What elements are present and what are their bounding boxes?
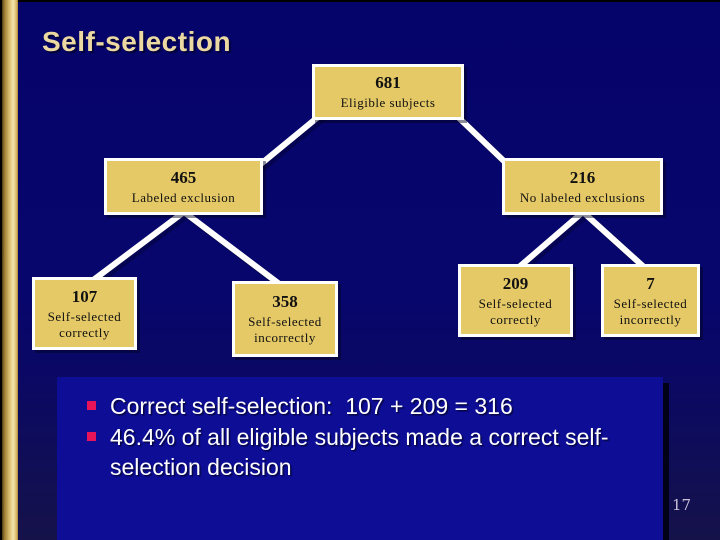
slide-title: Self-selection bbox=[42, 26, 232, 57]
tree-node-self-selected-correctly-left: 107 Self-selected correctly bbox=[32, 277, 137, 350]
summary-bullet-text: 46.4% of all eligible subjects made a co… bbox=[110, 424, 609, 480]
node-label: Self-selected correctly bbox=[478, 295, 553, 327]
node-label: Eligible subjects bbox=[340, 95, 436, 110]
gold-sidebar-stripe bbox=[2, 0, 18, 540]
node-value: 681 bbox=[375, 73, 401, 92]
node-value: 465 bbox=[170, 167, 197, 187]
edge-216-7 bbox=[578, 207, 650, 273]
slide-top-edge bbox=[0, 0, 720, 2]
node-value: 216 bbox=[569, 167, 596, 187]
node-label: Self-selected correctly bbox=[47, 308, 122, 340]
summary-bullet-item: 46.4% of all eligible subjects made a co… bbox=[87, 422, 643, 482]
summary-bullet-item: Correct self-selection: 107 + 209 = 316 bbox=[87, 391, 643, 421]
tree-node-self-selected-incorrectly-right: 7 Self-selected incorrectly bbox=[601, 264, 700, 337]
node-value: 107 bbox=[71, 286, 98, 306]
node-value: 209 bbox=[502, 273, 529, 293]
tree-node-eligible-subjects: 681 Eligible subjects bbox=[312, 64, 464, 120]
edge-465-107 bbox=[87, 207, 189, 286]
tree-node-no-labeled-exclusions: 216 No labeled exclusions bbox=[502, 158, 663, 215]
page-number: 17 bbox=[672, 496, 692, 514]
tree-node-self-selected-incorrectly-left: 358 Self-selected incorrectly bbox=[232, 281, 338, 357]
node-label: No labeled exclusions bbox=[519, 189, 646, 205]
tree-node-labeled-exclusion: 465 Labeled exclusion bbox=[104, 158, 263, 215]
node-label: Self-selected incorrectly bbox=[613, 295, 688, 327]
edge-681-216 bbox=[453, 112, 511, 168]
slide-left-edge bbox=[0, 0, 2, 540]
node-value: 7 bbox=[646, 273, 655, 293]
edge-465-358 bbox=[179, 207, 287, 291]
node-label: Labeled exclusion bbox=[131, 189, 236, 205]
edge-681-465 bbox=[257, 112, 323, 168]
node-label: Self-selected incorrectly bbox=[248, 314, 322, 345]
summary-panel: Correct self-selection: 107 + 209 = 316 … bbox=[57, 377, 663, 540]
bullet-icon bbox=[87, 432, 96, 441]
summary-bullet-text: Correct self-selection: 107 + 209 = 316 bbox=[110, 393, 513, 419]
tree-node-self-selected-correctly-right: 209 Self-selected correctly bbox=[458, 264, 573, 337]
edge-216-209 bbox=[513, 207, 588, 273]
bullet-icon bbox=[87, 401, 96, 410]
node-value: 358 bbox=[272, 292, 298, 311]
